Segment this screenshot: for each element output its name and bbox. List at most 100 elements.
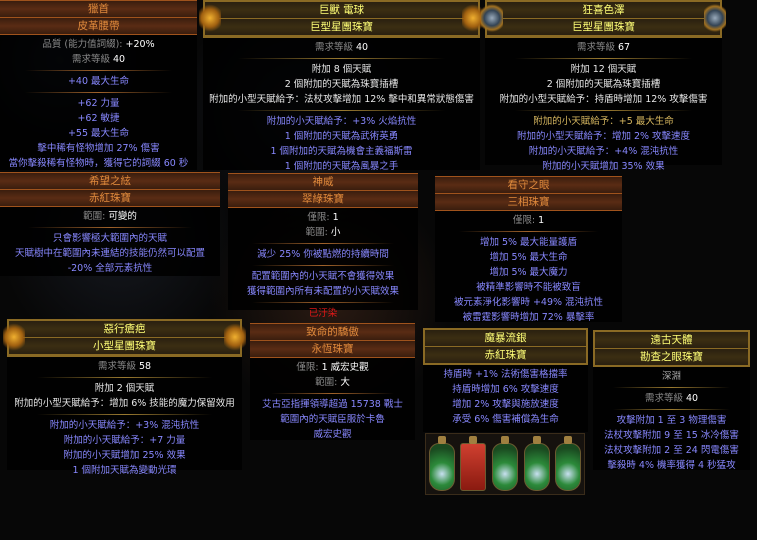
modifier-line: 附加的小天賦給予：+7 力量 (63, 435, 186, 446)
modifier-line: 附加 12 個天賦 (570, 64, 637, 75)
item-name: 惡行瘡疤 (9, 321, 240, 338)
basalt-flask-icon[interactable] (555, 436, 582, 491)
modifier-line: 承受 6% 傷害補償為生命 (452, 414, 559, 425)
modifier-line: 增加 2% 攻擊與施放速度 (452, 399, 559, 410)
tooltip-body: 品質 (能力值詞綴): +20%需求等級 40+40 最大生命+62 力量+62… (0, 35, 197, 173)
property-line: 需求等級 40 (205, 40, 478, 55)
header-ornament-icon (481, 2, 503, 34)
item-name: 神威 (228, 173, 418, 190)
property-line: 需求等級 40 (2, 52, 195, 67)
tooltip-header: 遠古天體勘查之眼珠寶 (593, 330, 750, 367)
item-name: 希望之絃 (0, 172, 220, 189)
separator (252, 265, 394, 266)
header-ornament-icon (462, 2, 484, 34)
modifier-line: 擊殺時 4% 機率獲得 4 秒猛攻 (607, 460, 736, 471)
property-line: 僅限: 1 威宏史觀 (252, 360, 413, 375)
header-ornament-icon (3, 321, 25, 353)
modifier-line: +62 力量 (77, 98, 120, 109)
mana-flask-icon[interactable] (428, 436, 455, 491)
property-value: 58 (138, 361, 152, 372)
modifier-line: 附加的小型天賦給予：持盾時增加 12% 攻擊傷害 (499, 94, 708, 105)
modifier-line: 增加 5% 最大生命 (489, 252, 568, 263)
item-base-type: 勘查之眼珠寶 (595, 349, 748, 365)
item-base-type: 三相珠寶 (435, 193, 622, 211)
tooltip-body: 持盾時 +1% 法術傷害格擋率持盾時增加 6% 攻擊速度增加 2% 攻擊與施放速… (423, 365, 588, 429)
property-line: 品質 (能力值詞綴): +20% (2, 37, 195, 52)
property-value: 1 (538, 215, 545, 226)
property-line: 僅限: 1 (437, 213, 620, 228)
modifier-line: 被精準影響時不能被致盲 (476, 282, 581, 293)
item-name: 致命的驕傲 (250, 323, 415, 340)
header-ornament-icon (224, 321, 246, 353)
separator (252, 243, 394, 244)
property-line: 範圍: 大 (252, 375, 413, 390)
item-name: 看守之眼 (435, 176, 622, 193)
modifier-line: 範圍內的天賦臣服於卡魯 (280, 414, 385, 425)
separator (237, 110, 446, 111)
modifier-line: 法杖攻擊附加 9 至 15 冰冷傷害 (604, 430, 739, 441)
tooltip-header: 看守之眼三相珠寶 (435, 176, 622, 211)
property-value: 可變的 (108, 211, 137, 222)
item-tooltip: 致命的驕傲永恆珠寶僅限: 1 威宏史觀範圍: 大艾古亞指揮領導超過 15738 … (250, 323, 415, 440)
modifier-line: 被元素淨化影響時 +49% 混沌抗性 (453, 297, 604, 308)
modifier-line: -20% 全部元素抗性 (67, 263, 153, 274)
separator (613, 387, 730, 388)
separator (25, 92, 172, 93)
modifier-line: 附加 8 個天賦 (311, 64, 372, 75)
item-base-type: 赤紅珠寶 (425, 347, 586, 363)
item-name: 狂喜色澤 (487, 2, 720, 19)
item-base-type: 巨型星團珠寶 (205, 19, 478, 36)
modifier-line: 附加的小天賦增加 35% 效果 (542, 161, 665, 172)
modifier-line: 1 個附加的天賦為機會主義福斯雷 (270, 146, 413, 157)
property-value: 1 威宏史觀 (321, 362, 369, 373)
separator (36, 414, 213, 415)
property-label: 需求等級 (71, 54, 113, 65)
separator (237, 58, 446, 59)
property-label: 僅限: (296, 362, 322, 373)
amethyst-flask-icon[interactable] (523, 436, 550, 491)
modifier-line: 持盾時增加 6% 攻擊速度 (452, 384, 559, 395)
property-line: 範圍: 小 (230, 225, 416, 240)
life-flask-icon[interactable] (460, 436, 487, 491)
modifier-line: 增加 5% 最大能量護盾 (479, 237, 578, 248)
header-ornament-icon (704, 2, 726, 34)
modifier-line: 附加 2 個天賦 (94, 383, 155, 394)
separator (36, 377, 213, 378)
property-label: 需求等級 (314, 42, 356, 53)
modifier-line: 當你擊殺稀有怪物時，獲得它的詞綴 60 秒 (8, 158, 189, 169)
diamond-flask-icon[interactable] (491, 436, 518, 491)
item-tooltip: 魔暴流銀赤紅珠寶持盾時 +1% 法術傷害格擋率持盾時增加 6% 攻擊速度增加 2… (423, 328, 588, 432)
modifier-line: 攻擊附加 1 至 3 物理傷害 (616, 415, 727, 426)
modifier-line: 附加的小天賦增加 25% 效果 (63, 450, 186, 461)
modifier-line: 天賦樹中在範圍內未連結的技能仍然可以配置 (14, 248, 205, 259)
modifier-line: 配置範圍內的小天賦不會獲得效果 (251, 271, 395, 282)
property-value: 小 (330, 227, 341, 238)
property-label: 需求等級 (576, 42, 618, 53)
item-name: 獵首 (0, 0, 197, 17)
header-ornament-icon (199, 2, 221, 34)
tooltip-header: 巨獸 電球巨型星團珠寶 (199, 0, 484, 38)
item-tooltip: 希望之絃赤紅珠寶範圍: 可變的只會影響極大範圍內的天賦天賦樹中在範圍內未連結的技… (0, 172, 220, 276)
modifier-line: 附加的小型天賦給予：增加 6% 技能的魔力保留效用 (14, 398, 235, 409)
modifier-line: 附加的小天賦給予：+3% 火焰抗性 (266, 116, 417, 127)
property-label: 範圍: (83, 211, 109, 222)
modifier-line: 法杖攻擊附加 2 至 24 閃電傷害 (604, 445, 739, 456)
property-value: 大 (340, 377, 350, 388)
modifier-line: 擊中稀有怪物增加 27% 傷害 (37, 143, 160, 154)
item-base-type: 永恆珠寶 (250, 340, 415, 358)
property-line: 需求等級 40 (595, 391, 748, 406)
property-value: 1 (332, 212, 339, 223)
separator (514, 110, 693, 111)
modifier-line: 附加的小天賦給予：+5 最大生命 (533, 116, 674, 127)
separator (613, 409, 730, 410)
tooltip-header: 狂喜色澤巨型星團珠寶 (481, 0, 726, 38)
modifier-line: 1 個附加的天賦為風暴之手 (284, 161, 399, 172)
